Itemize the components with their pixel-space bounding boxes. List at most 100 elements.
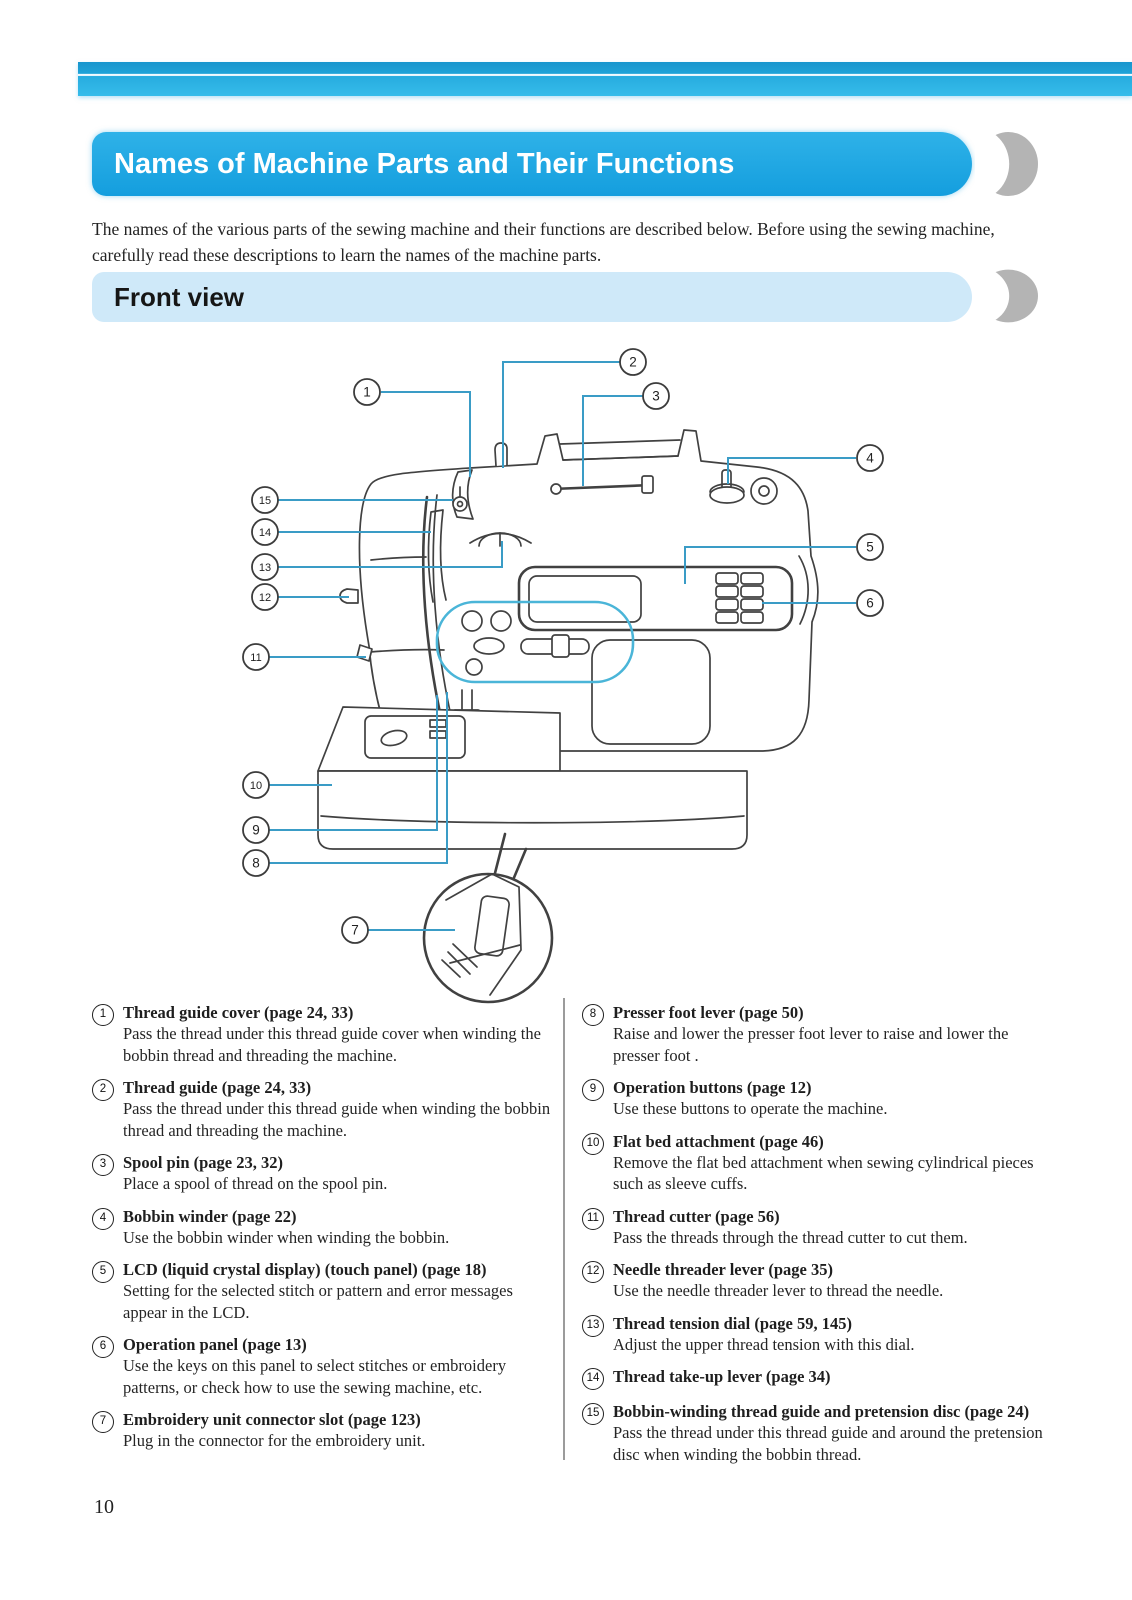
part-description: Remove the flat bed attachment when sewi… (613, 1152, 1034, 1194)
part-number-badge: 4 (92, 1207, 114, 1230)
part-number-badge: 1 (92, 1004, 114, 1026)
part-title: LCD (liquid crystal display) (touch pane… (123, 1260, 487, 1279)
svg-text:1: 1 (363, 385, 371, 400)
part-number-badge: 3 (92, 1154, 114, 1176)
svg-text:14: 14 (259, 527, 271, 539)
part-text: Needle threader lever (page 35) Use the … (613, 1259, 943, 1302)
part-number-badge: 5 (92, 1261, 114, 1283)
svg-text:2: 2 (629, 355, 637, 370)
intro-text: The names of the various parts of the se… (92, 218, 995, 265)
part-description: Pass the thread under this thread guide … (613, 1423, 1043, 1464)
part-text: LCD (liquid crystal display) (touch pane… (123, 1259, 554, 1323)
part-title: Thread cutter (page 56) (613, 1206, 780, 1226)
part-number-badge: 13 (582, 1314, 604, 1337)
part-text: Operation panel (page 13) Use the keys o… (123, 1334, 554, 1398)
part-description: Use the needle threader lever to thread … (613, 1281, 944, 1300)
page-top-accent-bar (78, 62, 1132, 96)
part-text: Operation buttons (page 12) Use these bu… (613, 1077, 887, 1120)
svg-text:4: 4 (866, 451, 874, 466)
section-title: Front view (114, 281, 245, 312)
part-text: Spool pin (page 23, 32) Place a spool of… (123, 1152, 387, 1195)
part-title: Operation buttons (page 12) (613, 1078, 812, 1097)
svg-text:13: 13 (259, 562, 271, 574)
part-text: Bobbin winder (page 22) Use the bobbin w… (123, 1206, 449, 1249)
part-item: 7 Embroidery unit connector slot (page 1… (92, 1409, 554, 1452)
part-text: Thread take-up lever (page 34) (613, 1366, 831, 1390)
part-text: Thread guide cover (page 24, 33) Pass th… (123, 1002, 554, 1066)
machine-line-art (317, 429, 819, 1004)
part-description: Pass the thread under this thread guide … (123, 1099, 551, 1140)
svg-text:9: 9 (252, 823, 260, 838)
part-number-badge: 9 (582, 1079, 604, 1101)
parts-list-left-column: 1 Thread guide cover (page 24, 33) Pass … (92, 1002, 554, 1463)
part-title: Thread guide cover (page 24, 33) (123, 1003, 354, 1022)
part-title: Thread guide (page 24, 33) (123, 1078, 312, 1097)
part-title: Bobbin-winding thread guide and pretensi… (613, 1402, 1030, 1421)
column-divider (563, 998, 565, 1460)
part-description: Use these buttons to operate the machine… (613, 1099, 888, 1118)
banner-crescent-icon (975, 268, 1038, 324)
svg-text:3: 3 (652, 389, 660, 404)
part-title: Embroidery unit connector slot (page 123… (123, 1410, 421, 1429)
section-banner: Front view (92, 272, 972, 322)
part-item: 5 LCD (liquid crystal display) (touch pa… (92, 1259, 554, 1323)
part-title: Flat bed attachment (page 46) (613, 1131, 824, 1151)
part-text: Flat bed attachment (page 46) Remove the… (613, 1131, 1044, 1195)
page-title: Names of Machine Parts and Their Functio… (114, 147, 735, 180)
part-text: Embroidery unit connector slot (page 123… (123, 1409, 425, 1452)
part-item: 10 Flat bed attachment (page 46) Remove … (582, 1131, 1044, 1195)
part-item: 4 Bobbin winder (page 22) Use the bobbin… (92, 1206, 554, 1249)
part-description: Pass the threads through the thread cutt… (613, 1227, 968, 1247)
part-item: 2 Thread guide (page 24, 33) Pass the th… (92, 1077, 554, 1141)
part-description: Use the bobbin winder when winding the b… (123, 1227, 450, 1247)
svg-text:12: 12 (259, 592, 271, 604)
part-number-badge: 7 (92, 1411, 114, 1433)
svg-text:8: 8 (252, 856, 260, 871)
part-description: Place a spool of thread on the spool pin… (123, 1174, 388, 1193)
part-number-badge: 2 (92, 1079, 114, 1101)
part-description: Plug in the connector for the embroidery… (123, 1431, 426, 1450)
part-item: 13 Thread tension dial (page 59, 145) Ad… (582, 1313, 1044, 1356)
part-title: Spool pin (page 23, 32) (123, 1153, 283, 1172)
svg-text:7: 7 (351, 923, 359, 938)
part-item: 9 Operation buttons (page 12) Use these … (582, 1077, 1044, 1120)
svg-text:10: 10 (250, 780, 262, 792)
part-item: 12 Needle threader lever (page 35) Use t… (582, 1259, 1044, 1302)
part-description: Setting for the selected stitch or patte… (123, 1281, 513, 1322)
part-title: Thread tension dial (page 59, 145) (613, 1313, 852, 1333)
svg-text:15: 15 (259, 495, 271, 507)
part-description: Raise and lower the presser foot lever t… (613, 1024, 1009, 1065)
part-number-badge: 15 (582, 1403, 604, 1425)
part-item: 8 Presser foot lever (page 50) Raise and… (582, 1002, 1044, 1066)
part-item: 14 Thread take-up lever (page 34) (582, 1366, 1044, 1390)
svg-text:5: 5 (866, 540, 874, 555)
part-item: 1 Thread guide cover (page 24, 33) Pass … (92, 1002, 554, 1066)
part-text: Thread cutter (page 56) Pass the threads… (613, 1206, 968, 1249)
part-title: Operation panel (page 13) (123, 1335, 307, 1354)
part-text: Bobbin-winding thread guide and pretensi… (613, 1401, 1044, 1465)
part-item: 3 Spool pin (page 23, 32) Place a spool … (92, 1152, 554, 1195)
parts-list-right-column: 8 Presser foot lever (page 50) Raise and… (582, 1002, 1044, 1476)
part-text: Thread tension dial (page 59, 145) Adjus… (613, 1313, 915, 1356)
part-number-badge: 8 (582, 1004, 604, 1026)
part-title: Bobbin winder (page 22) (123, 1206, 297, 1226)
svg-text:6: 6 (866, 596, 874, 611)
part-number-badge: 14 (582, 1368, 604, 1390)
part-description: Pass the thread under this thread guide … (123, 1024, 541, 1065)
part-number-badge: 11 (582, 1207, 604, 1230)
page-number: 10 (94, 1496, 114, 1518)
banner-crescent-icon (975, 130, 1038, 198)
part-title: Presser foot lever (page 50) (613, 1003, 804, 1022)
part-text: Presser foot lever (page 50) Raise and l… (613, 1002, 1044, 1066)
svg-text:11: 11 (250, 652, 261, 664)
part-item: 11 Thread cutter (page 56) Pass the thre… (582, 1206, 1044, 1249)
part-description: Use the keys on this panel to select sti… (123, 1356, 507, 1397)
part-item: 6 Operation panel (page 13) Use the keys… (92, 1334, 554, 1398)
part-number-badge: 10 (582, 1132, 604, 1155)
chapter-title-banner: Names of Machine Parts and Their Functio… (92, 132, 972, 196)
part-number-badge: 12 (582, 1261, 604, 1283)
part-title: Needle threader lever (page 35) (613, 1260, 833, 1279)
part-description: Adjust the upper thread tension with thi… (613, 1334, 915, 1354)
